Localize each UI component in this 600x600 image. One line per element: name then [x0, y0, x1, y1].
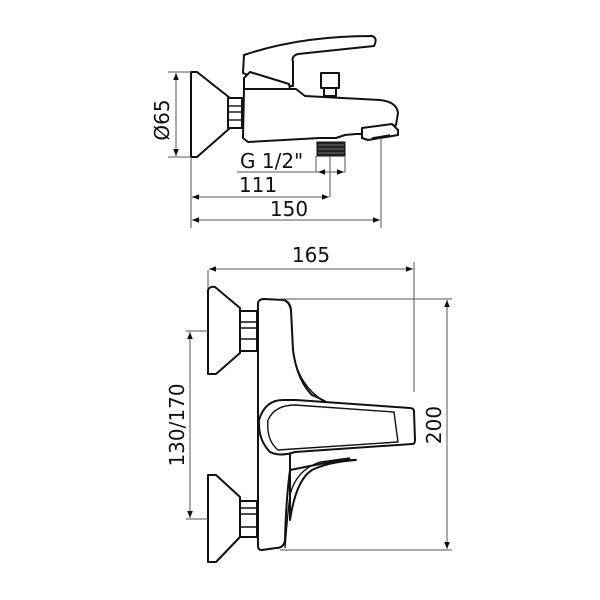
dimension-overall-depth: 150 [192, 197, 380, 223]
front-lever-handle [257, 399, 416, 456]
mixer-body [242, 88, 399, 143]
label-overall-depth: 150 [270, 197, 308, 221]
dimension-inlet-spacing: 130/170 [165, 330, 208, 520]
body-contour [283, 299, 326, 403]
lower-connector-nut [239, 500, 258, 538]
dimension-diameter: Ø65 [150, 71, 191, 158]
upper-wall-flange [207, 285, 241, 375]
wall-flange [190, 71, 231, 158]
label-overall-width: 165 [292, 243, 330, 267]
label-diameter: Ø65 [150, 99, 174, 140]
dimension-overall-width: 165 [207, 243, 415, 392]
label-overall-height: 200 [422, 406, 446, 444]
lever-handle [242, 35, 377, 87]
upper-connector-nut [239, 310, 258, 352]
dimension-overall-height: 200 [280, 298, 452, 551]
connector-nut [227, 97, 243, 129]
label-spout-outlet: 111 [239, 173, 277, 197]
label-inlet-spacing: 130/170 [165, 383, 189, 466]
thread-connector [316, 141, 346, 157]
diverter-knob [320, 72, 340, 97]
front-view: 165 130/170 [165, 243, 452, 563]
side-view: Ø65 G 1/2" 111 150 [150, 35, 399, 228]
lower-wall-flange [207, 474, 241, 563]
dimension-thread: G 1/2" [237, 149, 345, 175]
label-thread: G 1/2" [240, 149, 303, 173]
dimension-spout-outlet: 111 [192, 173, 329, 200]
spout-aerator [361, 123, 399, 141]
